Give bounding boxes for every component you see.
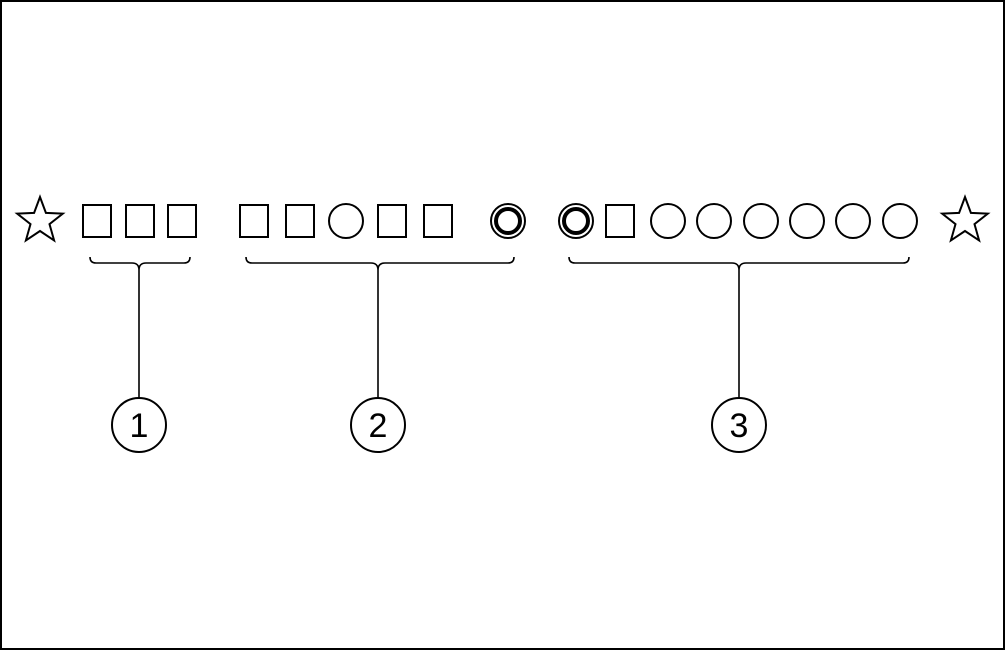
symbol-circle-15 <box>743 203 779 239</box>
symbol-square-3 <box>125 204 155 238</box>
symbol-circle-16 <box>789 203 825 239</box>
symbol-square-4 <box>167 204 197 238</box>
group-1-label: 1 <box>130 407 149 445</box>
symbol-star-1 <box>14 194 66 243</box>
group-3-label: 3 <box>730 407 749 445</box>
symbol-double-circle-11 <box>558 203 594 239</box>
group-1: 1 <box>89 256 191 453</box>
symbol-circle-7 <box>328 203 364 239</box>
symbol-row <box>14 194 991 243</box>
symbol-star-19 <box>939 194 991 243</box>
symbol-square-6 <box>285 204 315 238</box>
symbol-square-12 <box>605 204 635 238</box>
group-2-label: 2 <box>369 407 388 445</box>
symbol-circle-13 <box>650 203 686 239</box>
group-3-label-circle <box>711 397 767 453</box>
symbol-circle-14 <box>696 203 732 239</box>
symbol-circle-17 <box>835 203 871 239</box>
group-2: 2 <box>245 256 515 453</box>
group-1-label-circle <box>111 397 167 453</box>
group-3: 3 <box>568 256 910 453</box>
symbol-square-9 <box>423 204 453 238</box>
symbol-double-circle-10 <box>490 203 526 239</box>
symbol-square-8 <box>377 204 407 238</box>
symbol-circle-18 <box>882 203 918 239</box>
symbol-square-2 <box>82 204 112 238</box>
symbol-square-5 <box>239 204 269 238</box>
group-2-label-circle <box>350 397 406 453</box>
